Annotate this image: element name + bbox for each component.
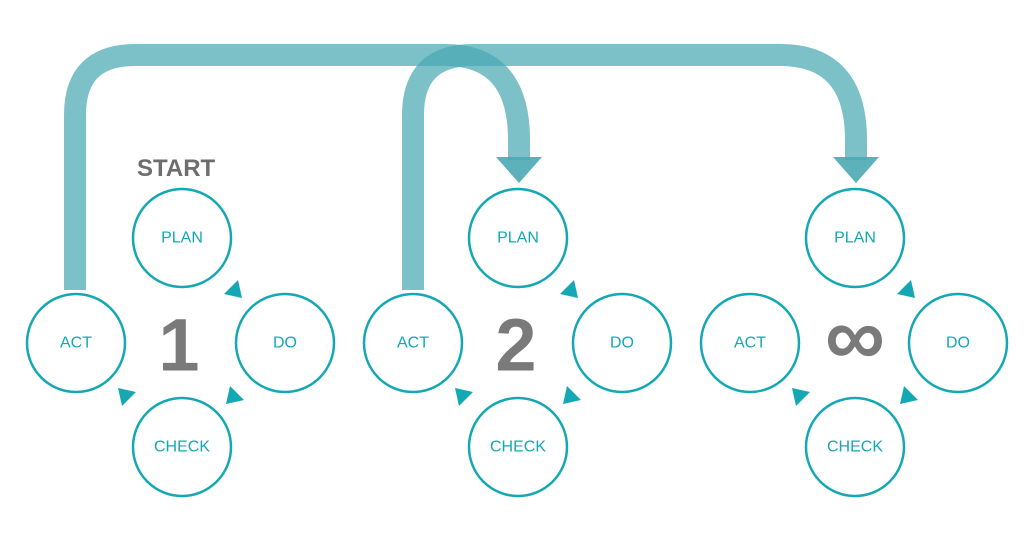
arrow-check-to-act-icon (118, 388, 136, 406)
do-circle (907, 292, 1009, 394)
cycle-number: 1 (158, 304, 199, 387)
cycle-2: PLAN DO CHECK ACT 2 (362, 187, 673, 498)
plan-label: PLAN (161, 230, 203, 247)
do-label: DO (610, 335, 634, 352)
cycle-number: 2 (495, 304, 536, 387)
act-label: ACT (734, 335, 766, 352)
arrow-check-to-act-icon (455, 388, 473, 406)
plan-circle (467, 187, 569, 289)
check-label: CHECK (490, 439, 546, 456)
arrow-do-to-check-icon (226, 386, 244, 404)
plan-label: PLAN (834, 230, 876, 247)
act-circle (25, 292, 127, 394)
check-circle (131, 396, 233, 498)
check-label: CHECK (154, 439, 210, 456)
arrow-plan-to-do-icon (224, 280, 242, 298)
cycle-1: PLAN DO CHECK ACT 1 (25, 187, 336, 498)
arrow-check-to-act-icon (792, 388, 810, 406)
do-label: DO (946, 335, 970, 352)
arrow-plan-to-do-icon (560, 280, 578, 298)
plan-label: PLAN (497, 230, 539, 247)
act-label: ACT (60, 335, 92, 352)
cycle-infinity: PLAN DO CHECK ACT ∞ (699, 187, 1009, 498)
act-circle (699, 292, 801, 394)
arrow-do-to-check-icon (563, 386, 581, 404)
connector-band-2-to-infinity (402, 44, 867, 290)
do-label: DO (273, 335, 297, 352)
cycle-number: ∞ (825, 289, 885, 383)
check-label: CHECK (827, 439, 883, 456)
check-circle (467, 396, 569, 498)
arrowhead-to-cycle-2 (496, 157, 542, 183)
plan-circle (804, 187, 906, 289)
plan-circle (131, 187, 233, 289)
start-label: START (137, 155, 216, 182)
act-label: ACT (397, 335, 429, 352)
check-circle (804, 396, 906, 498)
do-circle (571, 292, 673, 394)
arrow-do-to-check-icon (900, 386, 918, 404)
arrowhead-to-cycle-infinity (833, 157, 879, 183)
arrow-plan-to-do-icon (897, 280, 915, 298)
do-circle (234, 292, 336, 394)
act-circle (362, 292, 464, 394)
